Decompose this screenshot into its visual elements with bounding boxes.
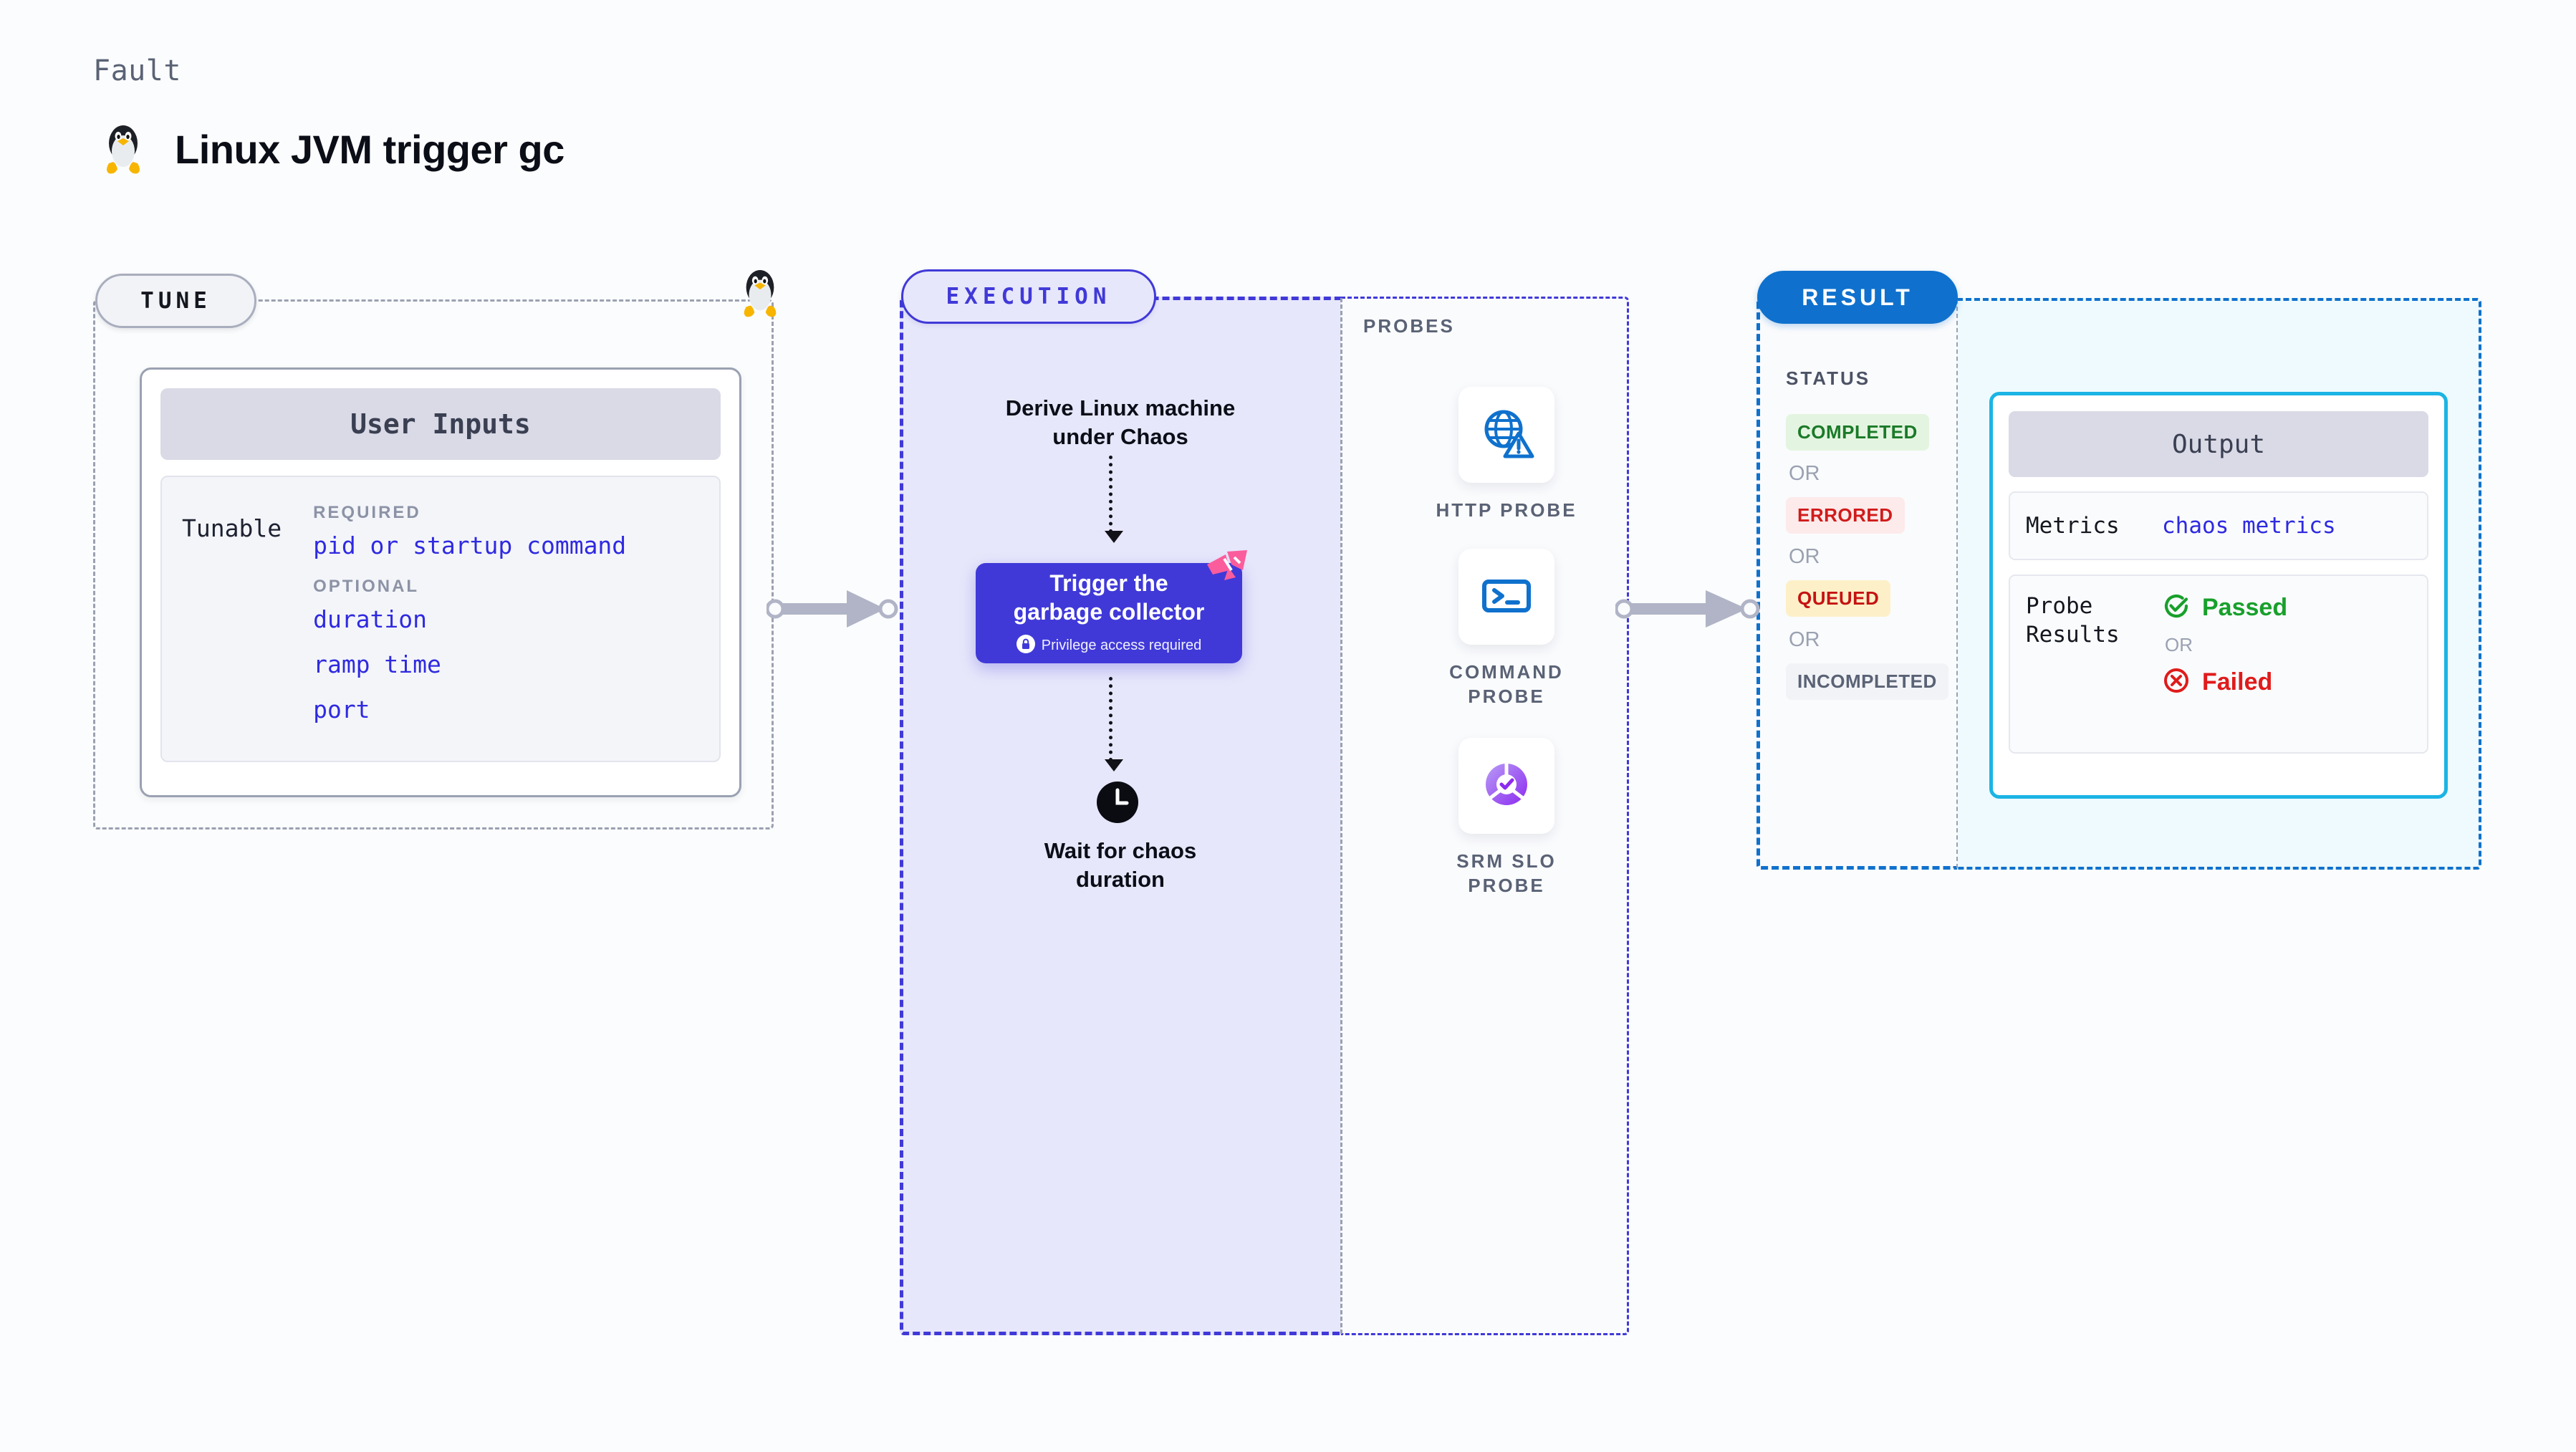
privilege-note-text: Privilege access required	[1041, 637, 1202, 653]
user-inputs-body: Tunable REQUIRED pid or startup command …	[160, 476, 721, 762]
lock-icon	[1016, 634, 1035, 657]
probe-tile-http[interactable]	[1458, 387, 1554, 483]
flow-arrow-down-2	[1105, 677, 1123, 771]
tunable-groups: REQUIRED pid or startup command OPTIONAL…	[313, 503, 626, 746]
probe-result-failed-label: Failed	[2202, 668, 2273, 696]
probe-command[interactable]: COMMAND PROBE	[1428, 549, 1585, 709]
tunable-item-duration[interactable]: duration	[313, 605, 428, 633]
status-badge: QUEUED	[1786, 580, 1891, 617]
probe-caption-http: HTTP PROBE	[1436, 499, 1577, 521]
output-title: Output	[2009, 411, 2428, 477]
tux-penguin-icon	[100, 122, 146, 176]
execution-probes-divider	[1340, 298, 1342, 1334]
terminal-icon	[1478, 567, 1535, 628]
status-label: STATUS	[1786, 367, 1871, 389]
tunable-item-port[interactable]: port	[313, 696, 370, 723]
probe-result-failed: Failed	[2162, 666, 2287, 698]
tux-penguin-icon-boundary	[738, 266, 782, 323]
connector-tune-to-execution	[765, 586, 903, 635]
probe-tile-command[interactable]	[1458, 549, 1554, 645]
pink-ribbon-icon	[1203, 549, 1249, 595]
flow-arrow-down-1	[1105, 456, 1123, 543]
x-circle-icon	[2162, 666, 2191, 698]
output-key-probe-results: Probe Results	[2026, 593, 2120, 648]
probe-result-passed-label: Passed	[2202, 594, 2288, 621]
result-pill-label[interactable]: RESULT	[1757, 271, 1958, 324]
globe-warning-icon	[1478, 405, 1535, 466]
probe-result-passed: Passed	[2162, 592, 2287, 624]
status-badge: COMPLETED	[1786, 414, 1929, 451]
user-inputs-card: User Inputs Tunable REQUIRED pid or star…	[140, 367, 741, 797]
status-badge-list: COMPLETED OR ERRORED OR QUEUED OR INCOMP…	[1786, 414, 1948, 700]
output-key-metrics: Metrics	[2026, 512, 2120, 539]
tunable-label: Tunable	[182, 514, 282, 542]
execution-step-derive-machine: Derive Linux machine under Chaos	[1005, 395, 1236, 449]
page-title: Linux JVM trigger gc	[175, 126, 564, 172]
group-label-optional: OPTIONAL	[313, 577, 420, 596]
or-separator: OR	[1789, 462, 1820, 485]
group-label-required: REQUIRED	[313, 503, 421, 522]
probe-http[interactable]: HTTP PROBE	[1428, 387, 1585, 523]
page-title-row: Linux JVM trigger gc	[100, 122, 564, 176]
or-separator: OR	[2165, 634, 2193, 655]
or-separator: OR	[1789, 628, 1820, 651]
probe-result-outcomes: Passed OR Failed	[2162, 592, 2287, 698]
probe-caption-srm-slo: SRM SLO PROBE	[1456, 850, 1557, 896]
probe-tile-srm-slo[interactable]	[1458, 738, 1554, 834]
tunable-item-ramp-time[interactable]: ramp time	[313, 650, 441, 678]
execution-step-wait-duration: Wait for chaos duration	[1044, 838, 1197, 892]
output-value-chaos-metrics[interactable]: chaos metrics	[2162, 513, 2336, 539]
check-circle-icon	[2162, 592, 2191, 624]
status-badge: ERRORED	[1786, 497, 1905, 534]
or-separator: OR	[1789, 545, 1820, 568]
clock-icon	[1096, 781, 1139, 827]
action-title: Trigger the garbage collector	[1013, 570, 1205, 625]
connector-execution-to-result	[1614, 586, 1766, 635]
probes-label: PROBES	[1363, 315, 1455, 337]
output-row-probe-results: Probe Results Passed OR	[2009, 574, 2428, 754]
probe-caption-command: COMMAND PROBE	[1449, 661, 1564, 707]
execution-pill-label[interactable]: EXECUTION	[901, 269, 1156, 324]
privilege-note-row: Privilege access required	[1016, 634, 1202, 657]
probe-srm-slo[interactable]: SRM SLO PROBE	[1428, 738, 1585, 898]
slo-donut-check-icon	[1478, 756, 1535, 817]
output-row-metrics: Metrics chaos metrics	[2009, 491, 2428, 560]
tunable-item-pid-or-startup-command[interactable]: pid or startup command	[313, 532, 627, 559]
tune-region	[93, 299, 774, 830]
tune-pill-label[interactable]: TUNE	[95, 274, 256, 328]
status-outcome-divider	[1956, 299, 1958, 868]
page-kicker: Fault	[93, 54, 181, 87]
execution-action-trigger-gc[interactable]: Trigger the garbage collector Privilege …	[976, 550, 1247, 663]
output-card: Output Metrics chaos metrics Probe Resul…	[1989, 392, 2448, 799]
user-inputs-title: User Inputs	[160, 388, 721, 460]
status-badge: INCOMPLETED	[1786, 663, 1948, 700]
